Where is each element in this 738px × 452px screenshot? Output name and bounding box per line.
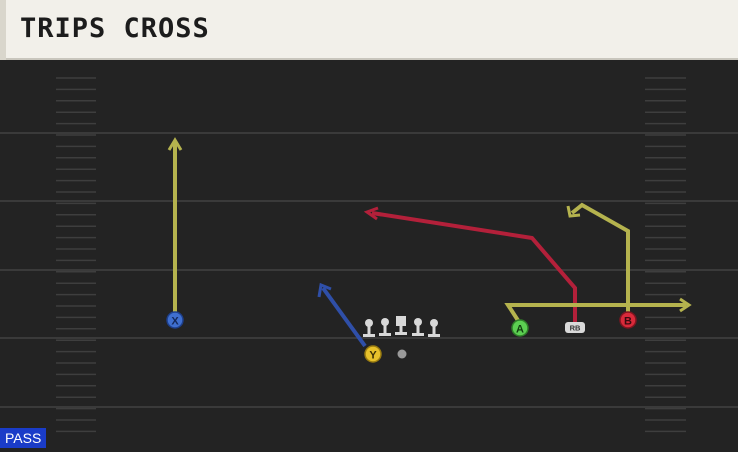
yard-lines [0,132,738,408]
offensive-line [363,316,440,337]
player-b[interactable]: B [619,311,637,329]
a-route-arrow [679,297,692,313]
rb-route-arrow [363,206,379,221]
lineman [363,319,375,337]
player-x-label: X [171,316,179,328]
player-y-label: Y [369,350,377,362]
play-type-badge: PASS [0,428,47,448]
player-rb-marker [565,322,585,333]
lineman [428,319,440,337]
player-a-marker [511,319,529,337]
player-rb-label: RB [570,324,581,333]
player-a-label: A [516,324,524,336]
player-y-marker [364,345,382,363]
player-b-marker [619,311,637,329]
player-y[interactable]: Y [364,345,382,363]
play-title: TRIPS CROSS [20,13,210,44]
play-field: X Y A RB B [0,60,738,448]
player-b-label: B [624,316,632,328]
y-route-arrow [317,282,332,298]
play-header: TRIPS CROSS [0,0,738,60]
lineman [379,318,391,336]
quarterback-marker [397,349,407,359]
header-accent [0,0,6,60]
player-rb[interactable]: RB [565,322,585,333]
player-x-marker [166,311,184,329]
x-route-arrow [167,137,183,151]
field-surface [0,60,738,448]
hash-marks [56,77,686,433]
y-route [321,286,367,348]
player-x[interactable]: X [166,311,184,329]
lineman [412,318,424,336]
b-route-arrow [566,205,581,218]
player-a[interactable]: A [511,319,529,337]
b-route [570,202,630,312]
field-diagram: X Y A RB B [0,60,738,448]
center [395,316,407,335]
